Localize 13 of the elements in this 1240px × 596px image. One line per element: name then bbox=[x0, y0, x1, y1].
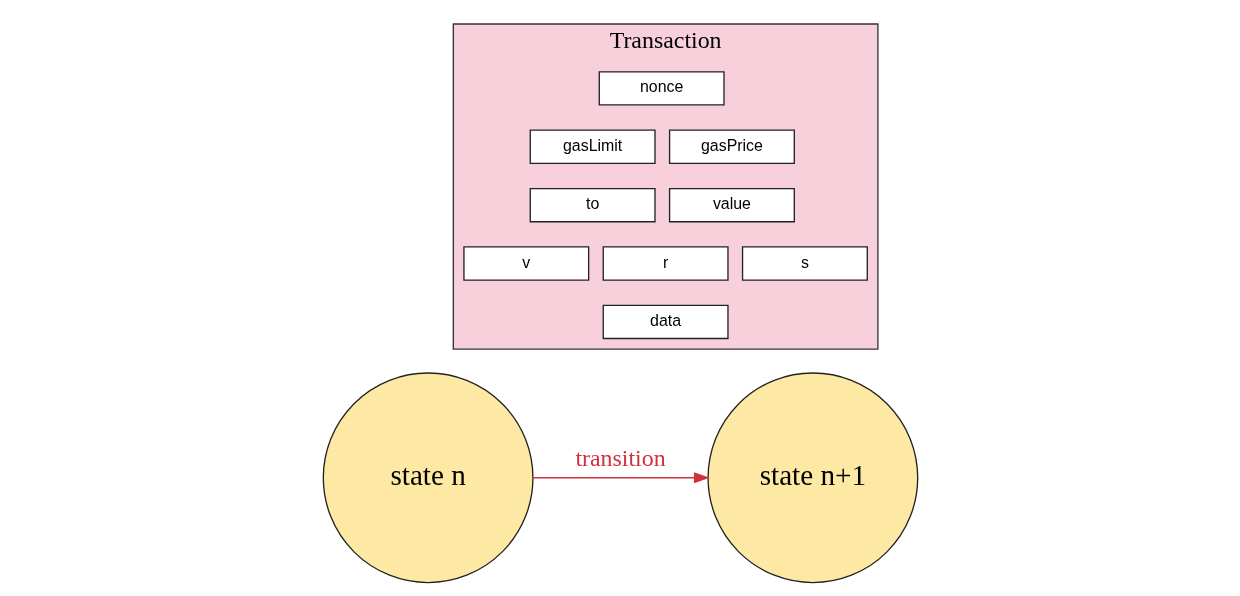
node-circle: state n+1 bbox=[706, 372, 918, 584]
node-box: s bbox=[741, 246, 868, 281]
node-box: value bbox=[668, 187, 795, 223]
node-box: gasPrice bbox=[668, 129, 795, 164]
node-box: to bbox=[529, 187, 656, 223]
node-circle: state n bbox=[322, 372, 534, 584]
node-box: gasLimit bbox=[529, 129, 656, 164]
node-box: data bbox=[602, 304, 729, 340]
node-box: v bbox=[462, 246, 589, 281]
arrow bbox=[532, 472, 710, 484]
node-box: nonce bbox=[598, 71, 725, 106]
node-box: r bbox=[602, 246, 729, 281]
edge-label: transition bbox=[574, 445, 666, 472]
